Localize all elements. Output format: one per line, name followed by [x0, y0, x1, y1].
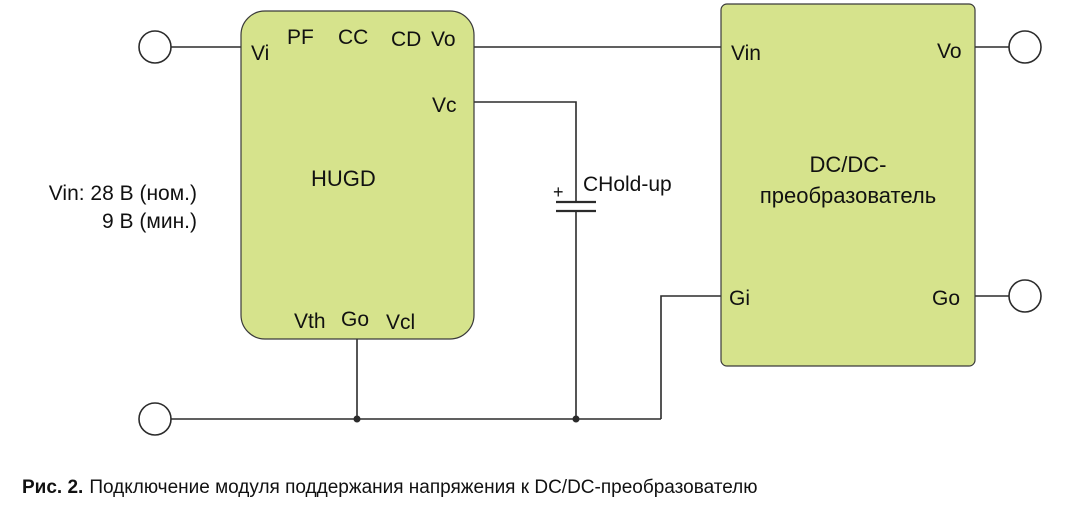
figure-caption-text: Подключение модуля поддержания напряжени… [89, 477, 758, 498]
hugd-pin-go: Go [341, 308, 369, 331]
input-voltage-minimum: 9 В (мин.) [102, 210, 197, 233]
hugd-pin-vi: Vi [251, 42, 269, 65]
input-voltage-nominal: Vin: 28 В (ном.) [49, 182, 197, 205]
hugd-pin-vo: Vo [431, 28, 456, 51]
hugd-pin-vcl: Vcl [386, 311, 415, 334]
figure-number: Рис. 2. [22, 477, 84, 498]
converter-title-line2: преобразователь [760, 183, 936, 208]
wire-vc-capacitor [474, 101, 577, 188]
converter-title-line1: DC/DC- [810, 152, 887, 177]
wire-ground-gi [660, 295, 721, 419]
converter-pin-vin: Vin [731, 42, 761, 65]
junction-dot [572, 415, 580, 423]
hugd-block [240, 10, 475, 340]
hugd-pin-pf: PF [287, 26, 314, 49]
capacitor-polarity: + [553, 182, 564, 202]
hugd-title: HUGD [311, 166, 376, 191]
input-terminal-vi [138, 30, 172, 64]
junction-dot [353, 415, 361, 423]
output-terminal-vo [1008, 30, 1042, 64]
output-terminal-go [1008, 279, 1042, 313]
converter-pin-vo: Vo [937, 40, 962, 63]
figure-caption: Рис. 2.Подключение модуля поддержания на… [22, 477, 757, 499]
hugd-pin-cc: CC [338, 26, 368, 49]
circuit-diagram: Vi PF CC CD Vo Vc HUGD Vth Go Vcl + CHol… [49, 3, 1042, 436]
converter-block [720, 3, 976, 367]
capacitor-label: CHold-up [583, 173, 672, 196]
hugd-pin-vc: Vc [432, 94, 457, 117]
input-terminal-ground [138, 402, 172, 436]
hugd-pin-cd: CD [391, 28, 421, 51]
converter-pin-gi: Gi [729, 287, 750, 310]
hugd-pin-vth: Vth [294, 310, 326, 333]
converter-pin-go: Go [932, 287, 960, 310]
